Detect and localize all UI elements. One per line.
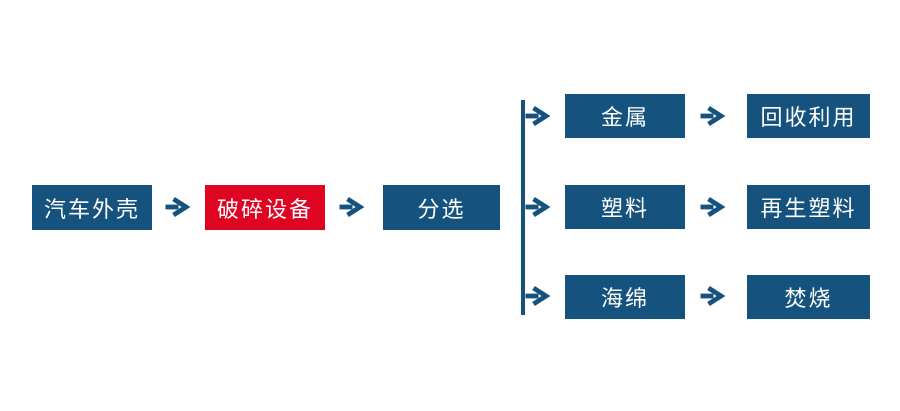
node-incineration: 焚烧 xyxy=(747,275,870,319)
node-plastic: 塑料 xyxy=(565,185,685,229)
arrow-right-icon xyxy=(699,196,726,218)
node-crusher: 破碎设备 xyxy=(205,185,325,230)
arrow-right-icon xyxy=(164,196,191,218)
arrow-right-icon xyxy=(699,285,726,307)
arrow-right-icon xyxy=(699,105,726,127)
node-car-shell: 汽车外壳 xyxy=(32,185,152,230)
node-metal: 金属 xyxy=(565,94,685,138)
arrow-right-icon xyxy=(524,196,551,218)
branch-connector-line xyxy=(521,100,525,315)
node-recycle-reuse: 回收利用 xyxy=(747,94,870,138)
node-recycled-plastic: 再生塑料 xyxy=(747,185,870,229)
arrow-right-icon xyxy=(338,196,365,218)
arrow-right-icon xyxy=(524,105,551,127)
arrow-right-icon xyxy=(524,285,551,307)
node-sponge: 海绵 xyxy=(565,275,685,319)
node-sorting: 分选 xyxy=(383,185,500,230)
